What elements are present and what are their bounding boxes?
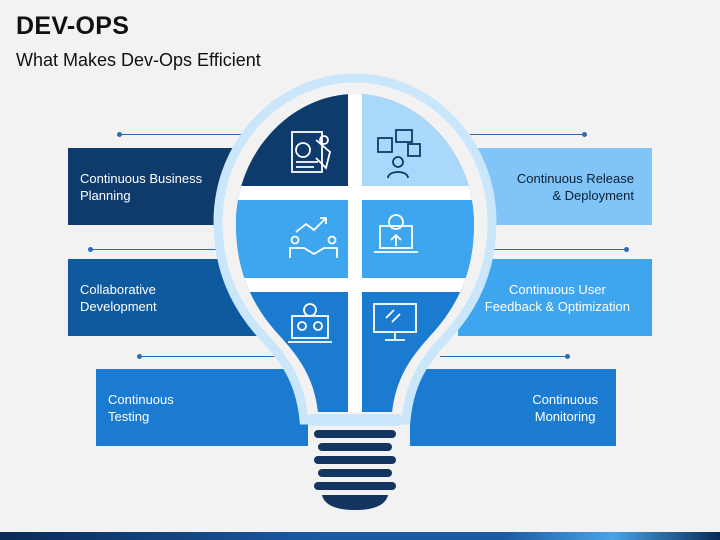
connector-dot — [582, 132, 587, 137]
continuous-testing-label: Continuous Testing — [108, 391, 174, 424]
continuous-monitoring-label: Continuous Monitoring — [532, 391, 598, 424]
continuous-user-feedback-box: Continuous User Feedback & Optimization — [458, 259, 652, 336]
connector-dot — [117, 132, 122, 137]
continuous-release-deployment-label: Continuous Release & Deployment — [516, 170, 634, 203]
connector-dot — [137, 354, 142, 359]
continuous-user-feedback-label: Continuous User Feedback & Optimization — [484, 281, 630, 314]
connector-dot — [624, 247, 629, 252]
feedback-people-icon — [377, 129, 421, 179]
connector-line — [140, 356, 290, 357]
gear-laptop-testing-icon — [288, 303, 332, 343]
monitor-icon — [373, 303, 417, 341]
slide-title: DEV-OPS — [16, 12, 130, 40]
globe-laptop-upload-icon — [374, 214, 418, 253]
connector-line — [470, 134, 584, 135]
connector-line — [480, 249, 626, 250]
planning-chart-icon — [291, 131, 332, 173]
footer-bar — [0, 532, 720, 540]
tile-collab — [236, 200, 348, 278]
handshake-growth-icon — [289, 217, 338, 258]
continuous-monitoring-box: Continuous Monitoring — [410, 369, 616, 446]
slide-subtitle: What Makes Dev-Ops Efficient — [16, 50, 261, 70]
continuous-business-planning-label: Continuous Business Planning — [80, 170, 203, 203]
connector-line — [120, 134, 250, 135]
collaborative-development-label: Collaborative Development — [80, 281, 157, 314]
connector-line — [440, 356, 567, 357]
connector-line — [90, 249, 240, 250]
bulb-neck — [308, 414, 402, 426]
bulb-base — [314, 430, 396, 510]
connector-dot — [565, 354, 570, 359]
continuous-testing-box: Continuous Testing — [96, 369, 308, 446]
